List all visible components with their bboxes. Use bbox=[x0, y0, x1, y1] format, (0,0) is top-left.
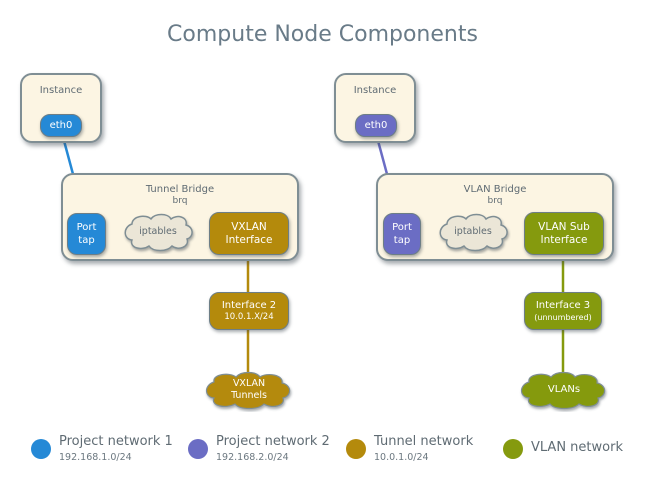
tunnel-bridge-sublabel: brq bbox=[172, 196, 188, 206]
legend-subnet: 192.168.1.0/24 bbox=[59, 452, 132, 463]
interface-3-address: (unnumbered) bbox=[534, 313, 592, 322]
iptables-cloud-left bbox=[124, 213, 193, 252]
port-tap-line2-left: tap bbox=[78, 235, 95, 246]
legend-name: Tunnel network bbox=[374, 434, 474, 449]
legend-subnet: 10.0.1.0/24 bbox=[374, 452, 429, 463]
vxlan-tunnels-cloud bbox=[205, 371, 291, 410]
tunnel-bridge-label: Tunnel Bridge bbox=[145, 184, 215, 195]
iptables-label-right: iptables bbox=[454, 226, 492, 237]
iptables-label-left: iptables bbox=[139, 226, 177, 237]
vxlan-interface-line2: Interface bbox=[225, 233, 273, 246]
vxlan-interface[interactable]: VXLAN Interface bbox=[209, 212, 289, 255]
legend-dot-icon bbox=[503, 439, 523, 459]
vxlan-interface-line1: VXLAN bbox=[231, 220, 267, 233]
legend-name: Project network 1 bbox=[59, 434, 173, 449]
eth0-label-left: eth0 bbox=[49, 120, 73, 131]
vlan-sub-interface-line2: Interface bbox=[540, 233, 588, 246]
port-tap-line1-left: Port bbox=[76, 222, 97, 233]
interface-2-name: Interface 2 bbox=[221, 300, 277, 311]
legend-dot-icon bbox=[346, 439, 366, 459]
instance-label-left: Instance bbox=[39, 85, 83, 96]
instance-label-right: Instance bbox=[353, 85, 397, 96]
legend-dot-icon bbox=[31, 439, 51, 459]
interface-2-address: 10.0.1.X/24 bbox=[224, 312, 274, 322]
vlans-cloud bbox=[520, 371, 606, 410]
eth0-label-right: eth0 bbox=[364, 120, 388, 131]
port-tap-right[interactable]: Port tap bbox=[383, 213, 421, 255]
eth0-port-left[interactable]: eth0 bbox=[40, 114, 82, 137]
vlan-bridge-sublabel: brq bbox=[487, 196, 503, 206]
legend-name: VLAN network bbox=[531, 440, 623, 455]
iptables-cloud-right bbox=[439, 213, 508, 252]
interface-2[interactable]: Interface 2 10.0.1.X/24 bbox=[209, 292, 289, 330]
vlan-bridge-label: VLAN Bridge bbox=[463, 184, 527, 195]
port-tap-line1-right: Port bbox=[392, 222, 412, 233]
port-tap-left[interactable]: Port tap bbox=[67, 213, 106, 255]
legend-name: Project network 2 bbox=[216, 434, 330, 449]
vlans-label: VLANs bbox=[515, 370, 613, 410]
diagram-title: Compute Node Components bbox=[167, 22, 478, 47]
interface-3-name: Interface 3 bbox=[535, 300, 591, 311]
port-tap-line2-right: tap bbox=[393, 235, 411, 246]
vxlan-tunnels-line1: VXLAN bbox=[232, 378, 266, 389]
vlans-line1: VLANs bbox=[547, 384, 581, 395]
legend-dot-icon bbox=[188, 439, 208, 459]
vlan-sub-interface-line1: VLAN Sub bbox=[538, 220, 590, 233]
vlan-sub-interface[interactable]: VLAN Sub Interface bbox=[524, 212, 604, 255]
vxlan-tunnels-line2: Tunnels bbox=[231, 390, 267, 401]
interface-3[interactable]: Interface 3 (unnumbered) bbox=[524, 292, 602, 330]
vxlan-tunnels-label: VXLAN Tunnels bbox=[200, 370, 298, 410]
eth0-port-right[interactable]: eth0 bbox=[355, 114, 397, 137]
legend-subnet: 192.168.2.0/24 bbox=[216, 452, 289, 463]
